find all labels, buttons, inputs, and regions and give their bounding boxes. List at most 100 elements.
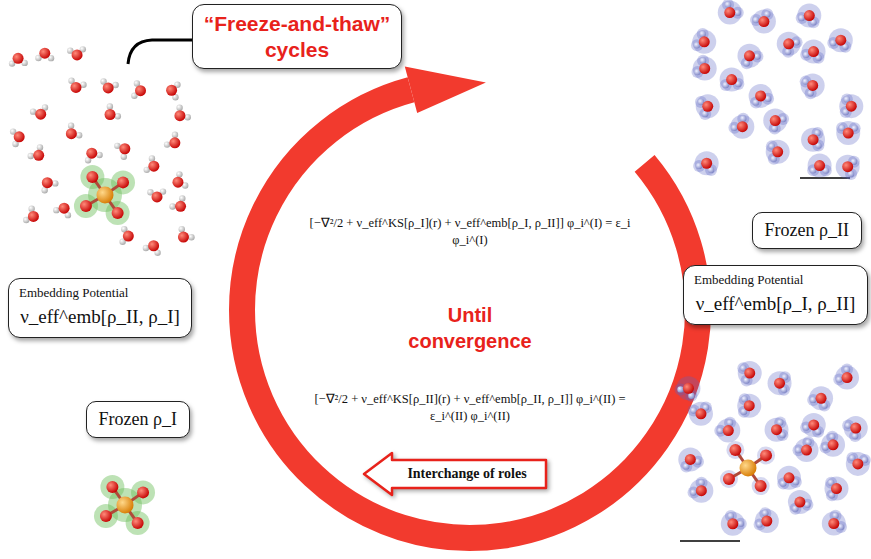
oxygen-atom — [13, 53, 24, 64]
solvent-density — [720, 68, 744, 92]
solute-density — [80, 165, 104, 189]
oxygen-atom — [761, 516, 772, 527]
scale-bar — [680, 540, 740, 542]
solvent-density — [726, 441, 744, 459]
hydrogen-atom — [76, 132, 82, 138]
oxygen-atom — [39, 48, 50, 59]
solvent-density — [835, 366, 859, 390]
oxygen-atom — [846, 101, 857, 112]
hydrogen-atom — [829, 434, 835, 440]
arrow-text: Interchange of roles — [362, 452, 548, 496]
solvent-density — [720, 470, 738, 488]
oxygen-atom — [852, 458, 863, 469]
hydrogen-atom — [121, 153, 127, 159]
hydrogen-atom — [179, 226, 185, 232]
solvent-density — [689, 479, 713, 503]
hydrogen-atom — [700, 57, 706, 63]
potential-box: Embedding Potential ν_eff^emb[ρ_II, ρ_I] — [8, 278, 192, 338]
oxygen-atom — [727, 518, 738, 529]
oxygen-atom — [100, 510, 112, 522]
equation: [−∇²/2 + ν_eff^KS[ρ_I](r) + ν_eff^emb[ρ_… — [295, 215, 645, 249]
solute-density — [111, 170, 135, 194]
oxygen-atom — [808, 419, 819, 430]
hydrogen-atom — [793, 39, 799, 45]
hydrogen-atom — [772, 125, 778, 131]
oxygen-atom — [105, 109, 116, 120]
oxygen-atom — [835, 35, 846, 46]
metal-atom — [740, 460, 757, 477]
solvent-density — [737, 394, 761, 418]
hydrogen-atom — [762, 510, 768, 516]
box-heading: Embedding Potential — [694, 272, 857, 288]
solvent-density — [678, 447, 702, 471]
solvent-density — [766, 140, 790, 164]
hydrogen-atom — [164, 141, 170, 147]
oxygen-atom — [816, 393, 827, 404]
oxygen-atom — [784, 472, 795, 483]
oxygen-atom — [685, 454, 696, 465]
solute-density — [74, 194, 98, 218]
hydrogen-atom — [28, 153, 34, 159]
oxygen-atom — [702, 101, 713, 112]
hydrogen-atom — [735, 10, 741, 16]
oxygen-atom — [744, 50, 755, 61]
hydrogen-atom — [179, 195, 185, 201]
hydrogen-atom — [725, 1, 731, 7]
solvent-density — [777, 466, 801, 490]
potential-formula: ν_eff^emb[ρ_II, ρ_I] — [19, 306, 181, 328]
metal-atom — [97, 187, 114, 204]
oxygen-atom — [726, 74, 737, 85]
potential-box: Embedding Potential ν_eff^emb[ρ_I, ρ_II] — [683, 265, 868, 325]
hydrogen-atom — [68, 122, 74, 128]
oxygen-atom — [135, 85, 146, 96]
hydrogen-atom — [844, 366, 850, 372]
oxygen-atom — [59, 203, 70, 214]
hydrogen-atom — [28, 205, 34, 211]
oxygen-atom — [106, 481, 118, 493]
hydrogen-atom — [176, 171, 182, 177]
oxygen-atom — [755, 90, 766, 101]
hydrogen-atom — [805, 439, 811, 445]
solvent-density — [721, 512, 745, 536]
oxygen-atom — [801, 445, 812, 456]
oxygen-atom — [758, 16, 769, 27]
oxygen-atom — [770, 115, 781, 126]
oxygen-atom — [166, 85, 177, 96]
oxygen-atom — [28, 211, 39, 222]
oxygen-atom — [804, 10, 815, 21]
oxygen-atom — [123, 231, 134, 242]
oxygen-atom — [842, 372, 853, 383]
equation: [−∇²/2 + ν_eff^KS[ρ_II](r) + ν_eff^emb[ρ… — [295, 391, 645, 425]
oxygen-atom — [850, 423, 861, 434]
oxygen-atom — [148, 240, 159, 251]
hydrogen-atom — [717, 428, 723, 434]
oxygen-atom — [772, 146, 783, 157]
hydrogen-atom — [728, 513, 734, 519]
solvent-density — [808, 154, 832, 178]
solute-density — [126, 511, 150, 535]
hydrogen-atom — [699, 31, 705, 37]
hydrogen-atom — [677, 386, 683, 392]
oxygen-atom — [699, 36, 710, 47]
hydrogen-atom — [731, 125, 737, 131]
oxygen-atom — [723, 425, 734, 436]
solvent-density — [716, 419, 740, 443]
solute-density — [131, 480, 155, 504]
box-heading: Embedding Potential — [19, 285, 181, 301]
oxygen-atom — [66, 128, 77, 139]
oxygen-atom — [744, 368, 755, 379]
hydrogen-atom — [780, 116, 786, 122]
potential-formula: ν_eff^emb[ρ_I, ρ_II] — [694, 293, 857, 315]
oxygen-atom — [723, 473, 735, 485]
oxygen-atom — [14, 131, 25, 142]
oxygen-atom — [695, 408, 706, 419]
cycle-arrowhead — [405, 67, 486, 113]
oxygen-atom — [828, 518, 839, 529]
hydrogen-atom — [172, 132, 178, 138]
oxygen-atom — [842, 161, 853, 172]
hydrogen-atom — [836, 376, 842, 382]
state-box: Frozen ρ_II — [752, 212, 862, 249]
hydrogen-atom — [185, 114, 191, 120]
oxygen-atom — [831, 483, 842, 494]
frozen-density: Frozen ρ_II — [765, 220, 849, 241]
